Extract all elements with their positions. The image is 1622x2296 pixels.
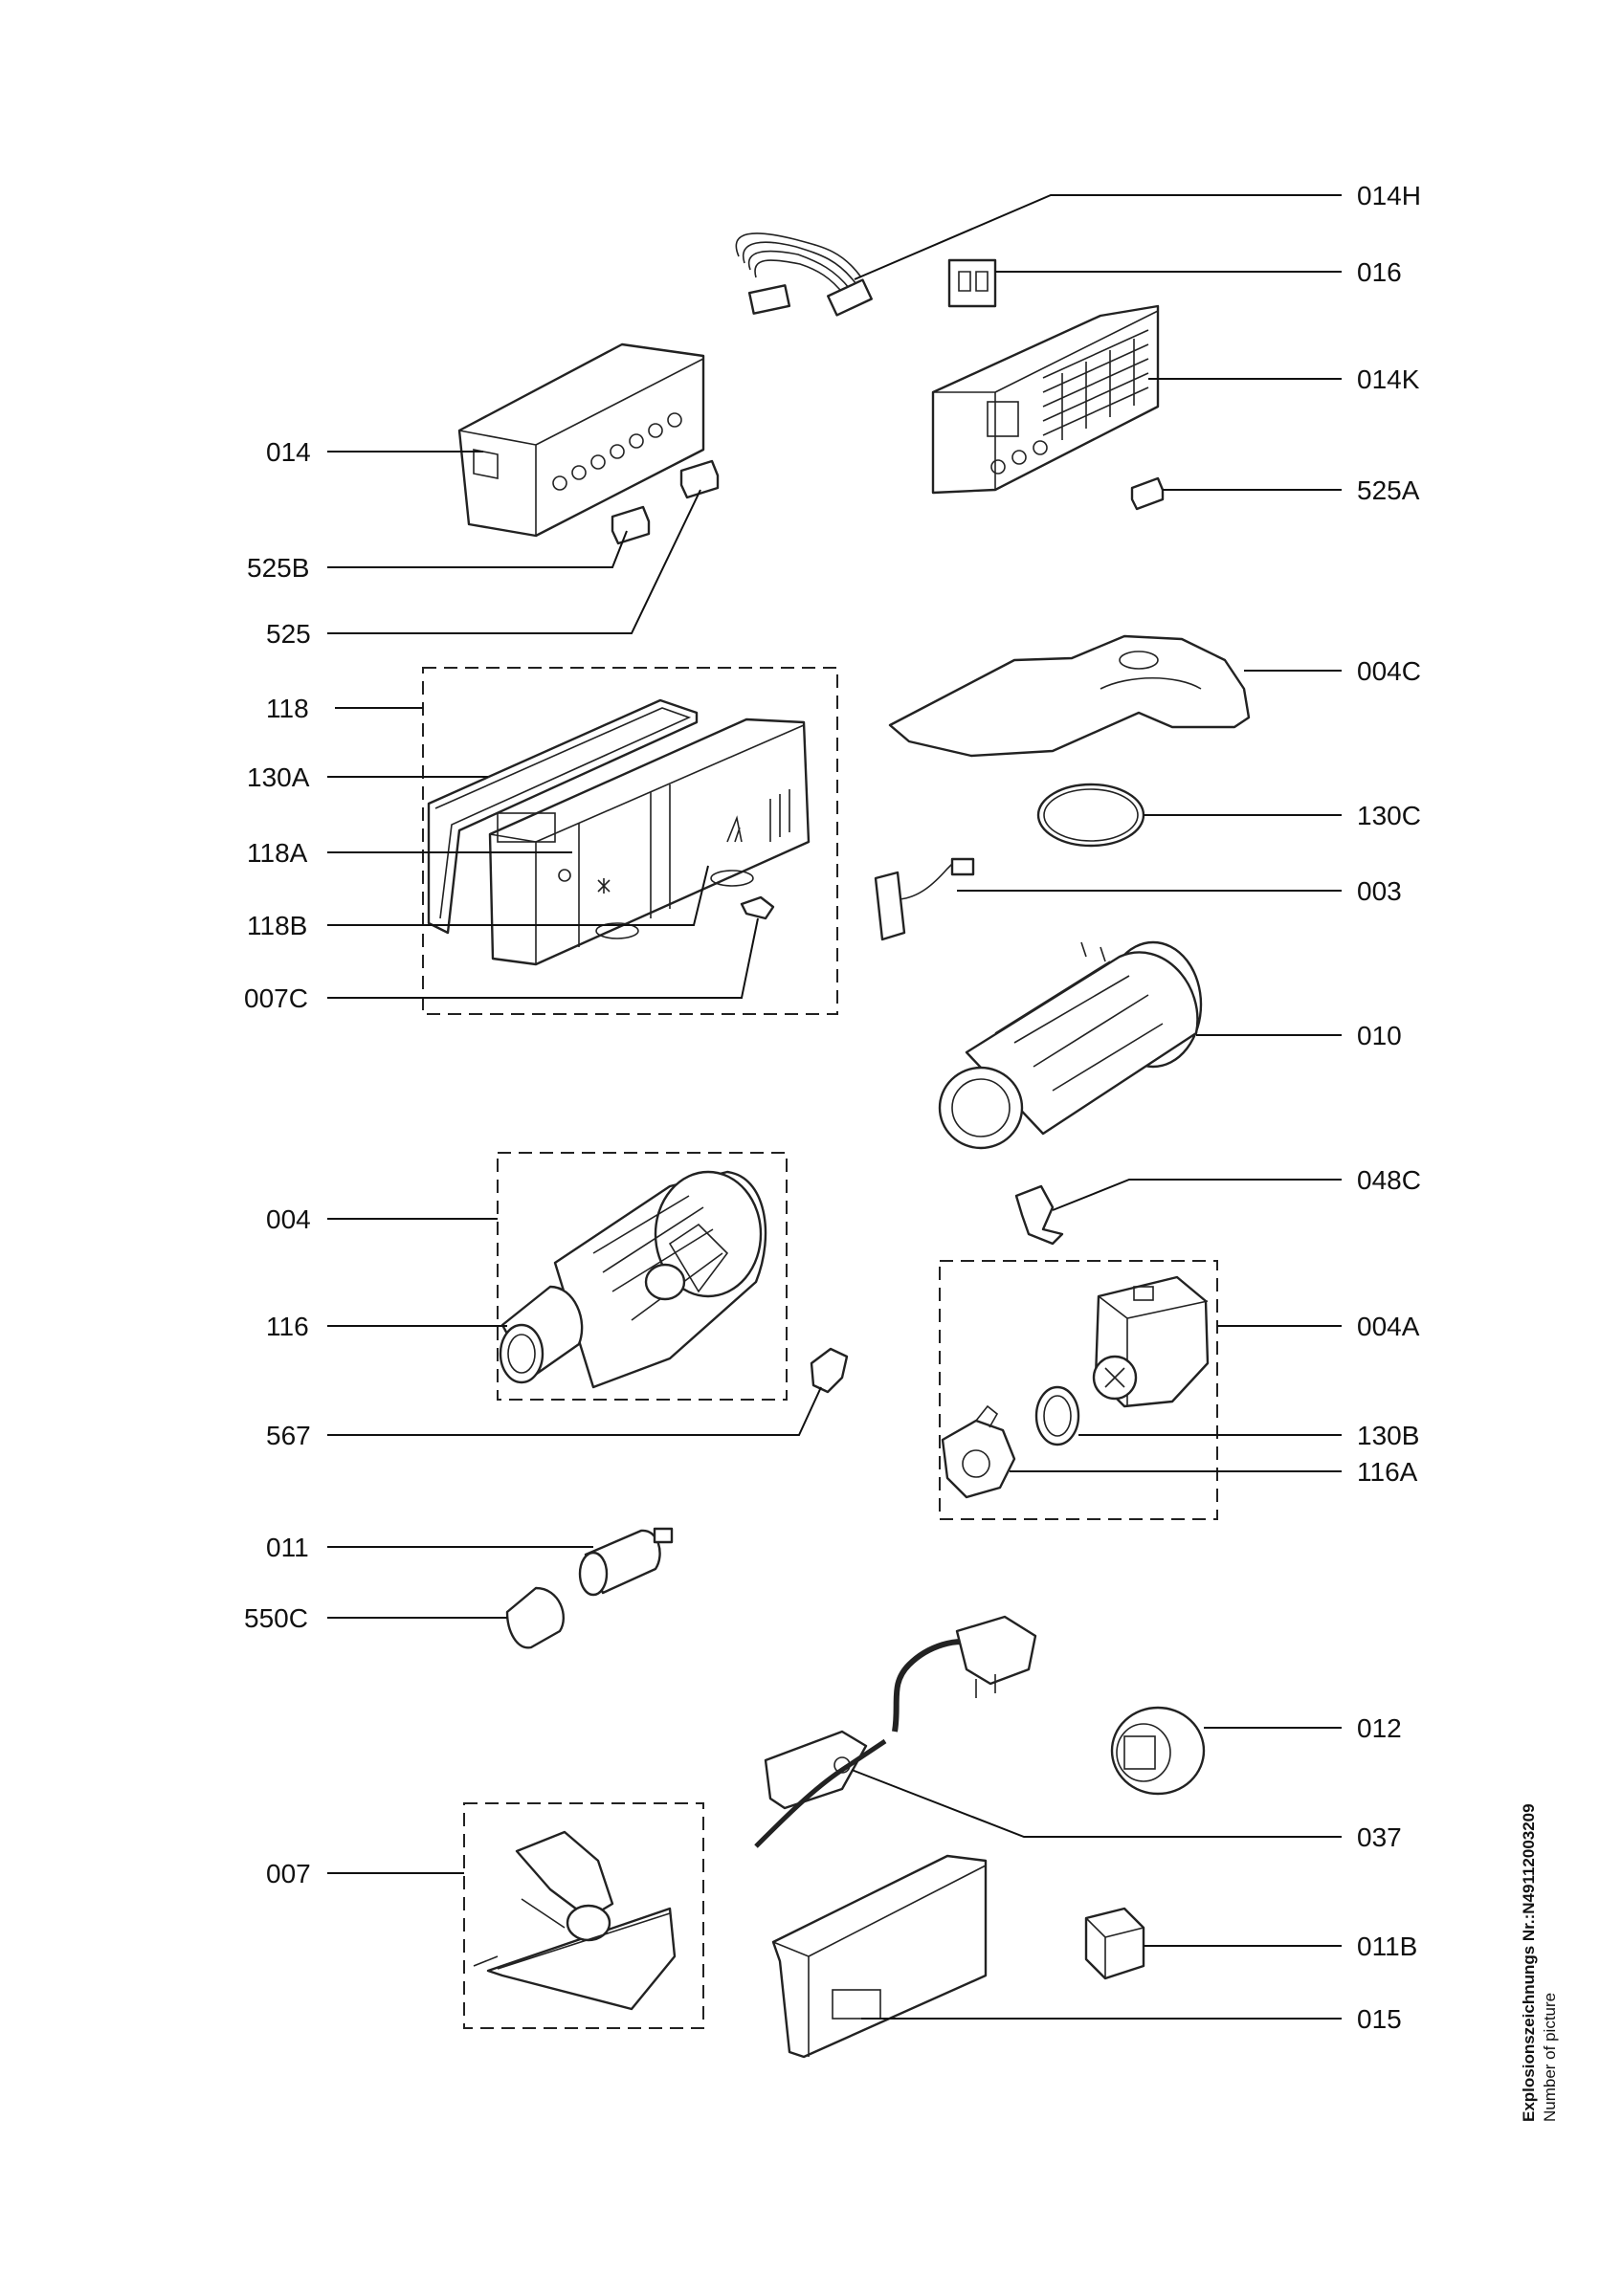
group-box-118 [422,667,838,1015]
part-014-control-unit [457,342,705,538]
part-011-component [578,1527,674,1597]
label-118: 118 [266,694,309,723]
part-015-housing [771,1854,988,2059]
part-116-pump-inlet [499,1285,584,1384]
label-567: 567 [266,1421,311,1450]
part-004-pump [553,1170,767,1389]
label-011B: 011B [1357,1932,1417,1961]
label-130B: 130B [1357,1421,1419,1450]
label-014H: 014H [1357,181,1421,210]
label-012: 012 [1357,1713,1402,1743]
label-130C: 130C [1357,801,1421,830]
part-567-clip [810,1347,849,1394]
part-010-heater [938,940,1203,1150]
part-007C-clip [740,895,775,920]
part-011B-relay [1084,1907,1145,1980]
label-550C: 550C [244,1603,308,1633]
part-014H-wiring-harness [735,232,873,317]
label-525: 525 [266,619,311,649]
part-130B-seal-ring [1034,1385,1080,1446]
label-525A: 525A [1357,475,1420,505]
label-118B: 118B [247,911,307,940]
picture-number-caption: Explosionszeichnungs Nr.:N49112003209 Nu… [1520,1803,1577,2131]
label-004C: 004C [1357,656,1421,686]
label-003: 003 [1357,876,1402,906]
label-116A: 116A [1357,1457,1418,1487]
label-014: 014 [266,437,311,467]
part-525A-knob [1130,476,1165,511]
group-box-004 [497,1152,788,1401]
label-014K: 014K [1357,364,1420,394]
part-525B-knob [611,505,651,545]
part-labels: 014H 016 014K 014 525A 525B 525 004C 118… [244,181,1421,2034]
label-015: 015 [1357,2004,1402,2034]
label-011: 011 [266,1533,309,1562]
label-118A: 118A [247,838,308,868]
part-012-knob [1110,1706,1206,1796]
label-116: 116 [266,1312,309,1341]
label-010: 010 [1357,1021,1402,1050]
part-004A-drain-pump [1092,1275,1210,1408]
part-007-spray-arm [473,1830,677,2011]
caption-drawing-number: Explosionszeichnungs Nr.:N49112003209 [1520,1803,1538,2122]
part-048C-sensor [1014,1184,1064,1246]
label-016: 016 [1357,257,1402,287]
label-004: 004 [266,1204,311,1234]
part-550C-cap [505,1586,565,1649]
part-014K-control-panel [931,304,1160,495]
part-130C-seal-ring [1036,783,1145,848]
label-130A: 130A [247,762,310,792]
part-037-bracket [754,1730,887,1848]
label-048C: 048C [1357,1165,1421,1195]
part-016-display [947,258,997,308]
label-007: 007 [266,1859,311,1888]
label-004A: 004A [1357,1312,1420,1341]
group-box-004A [939,1260,1218,1520]
part-power-cord [892,1615,1037,1733]
caption-number-of-picture: Number of picture [1541,1992,1559,2122]
label-525B: 525B [247,553,309,583]
label-037: 037 [1357,1822,1402,1852]
part-003-sensor [874,857,975,941]
label-007C: 007C [244,983,308,1013]
part-004C-cover [888,634,1251,758]
part-525-knob [679,459,720,499]
leader-lines [327,194,1342,2020]
part-116A-pump-head [941,1404,1016,1499]
